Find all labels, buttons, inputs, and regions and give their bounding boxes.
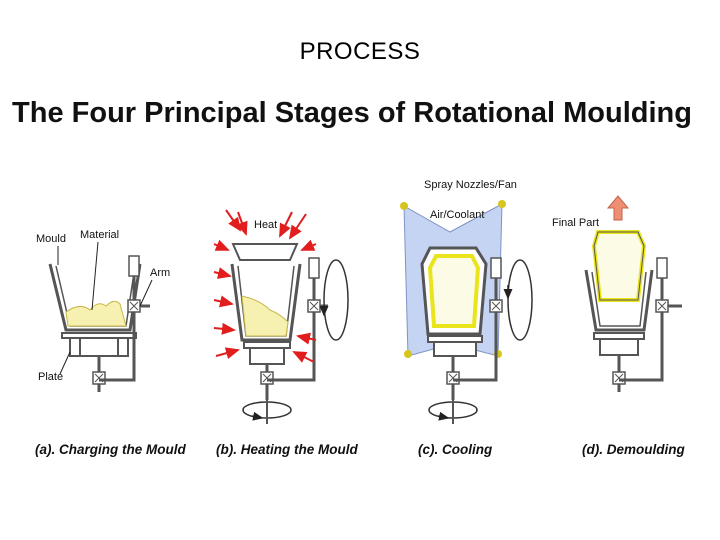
label-spray-nozzles: Spray Nozzles/Fan (424, 179, 517, 191)
stage-b-heating: Heat (213, 209, 358, 457)
stage-d-demoulding: Final Part (d). Demoulding (552, 195, 685, 457)
part-c (427, 254, 481, 328)
slide-title: PROCESS (299, 38, 421, 65)
label-air-coolant: Air/Coolant (430, 209, 484, 221)
diagram-heading: The Four Principal Stages of Rotational … (12, 97, 692, 129)
caption-a: (a). Charging the Mould (35, 442, 186, 457)
heat-arrows (213, 209, 317, 363)
label-arm: Arm (150, 267, 170, 279)
mould-d (584, 269, 654, 332)
caption-b: (b). Heating the Mould (216, 442, 358, 457)
mould-b (230, 263, 302, 342)
label-mould: Mould (36, 233, 66, 245)
final-part-arrow (606, 195, 630, 221)
caption-c: (c). Cooling (418, 442, 493, 457)
label-final-part: Final Part (552, 217, 599, 229)
caption-d: (d). Demoulding (582, 442, 685, 457)
label-material: Material (80, 229, 119, 241)
label-plate: Plate (38, 371, 63, 383)
arm-a (99, 300, 136, 382)
material-b (241, 295, 289, 337)
final-part (591, 230, 647, 302)
stage-c-cooling: Spray Nozzles/Fan Air/Coolant (c). Cooli… (400, 179, 533, 457)
material-pile-a (65, 300, 127, 327)
label-heat: Heat (254, 219, 277, 231)
stage-a-charging: Mould Material Arm Plate (a). Charging t… (35, 229, 186, 457)
